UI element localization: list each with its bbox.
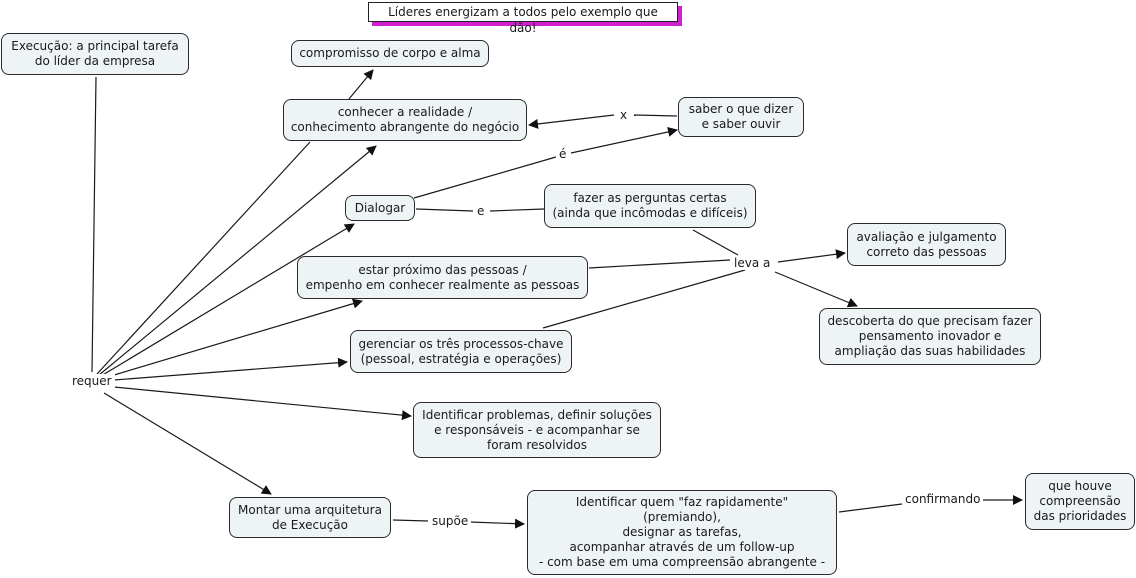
line-execucao-requer	[91, 76, 97, 373]
line-saber-x	[633, 114, 678, 117]
node-gerenciar[interactable]: gerenciar os três processos-chave (pesso…	[350, 330, 572, 373]
node-perguntas[interactable]: fazer as perguntas certas (ainda que inc…	[544, 184, 756, 228]
line-conhecer-compromisso	[348, 69, 374, 100]
node-proximo[interactable]: estar próximo das pessoas / empenho em c…	[297, 256, 588, 299]
link-label-requer[interactable]: requer	[69, 374, 115, 388]
line-proximo-leva	[588, 259, 731, 269]
line-leva-avaliacao	[777, 249, 846, 263]
link-label-e[interactable]: e	[474, 204, 488, 218]
link-label-leva-a[interactable]: leva a	[731, 256, 774, 270]
node-identificar-problemas[interactable]: Identificar problemas, definir soluções …	[413, 402, 661, 458]
link-label-x[interactable]: x	[617, 108, 631, 122]
line-perguntas-leva	[692, 229, 739, 256]
node-montar[interactable]: Montar uma arquitetura de Execução	[229, 497, 391, 538]
line-e-perguntas	[489, 208, 545, 212]
line-requer-identificar	[113, 386, 412, 421]
node-descoberta[interactable]: descoberta do que precisam fazer pensame…	[819, 308, 1041, 365]
line-requer-conhecer-a	[96, 141, 311, 375]
line-requer-proximo	[103, 298, 363, 379]
node-identificar-quem[interactable]: Identificar quem "faz rapidamente" (prem…	[527, 490, 837, 575]
line-gerenciar-leva	[542, 269, 746, 329]
link-label-supoe[interactable]: supõe	[429, 514, 472, 528]
node-saber[interactable]: saber o que dizer e saber ouvir	[678, 97, 804, 137]
node-dialogar[interactable]: Dialogar	[345, 195, 415, 221]
line-requer-conhecer-b	[98, 145, 377, 376]
node-execucao[interactable]: Execução: a principal tarefa do líder da…	[1, 33, 189, 75]
line-x-conhecer	[528, 114, 615, 129]
map-title: Líderes energizam a todos pelo exemplo q…	[368, 2, 678, 35]
line-montar-supoe	[392, 519, 429, 522]
line-dialogar-e	[415, 208, 474, 212]
link-label-confirmando[interactable]: confirmando	[902, 492, 984, 506]
node-conhecer[interactable]: conhecer a realidade / conhecimento abra…	[283, 99, 527, 141]
line-supoe-identificar	[469, 518, 525, 529]
line-requer-montar	[103, 392, 272, 495]
line-identificar-confirmando	[838, 503, 903, 513]
line-dialogar-e-acento	[413, 156, 557, 199]
link-label-e-acento[interactable]: é	[556, 147, 570, 161]
node-compreensao[interactable]: que houve compreensão das prioridades	[1025, 473, 1135, 530]
line-requer-gerenciar	[113, 357, 348, 381]
line-e-acento-saber	[570, 127, 678, 154]
node-compromisso[interactable]: compromisso de corpo e alma	[291, 40, 489, 67]
node-avaliacao[interactable]: avaliação e julgamento correto das pesso…	[847, 223, 1006, 266]
line-requer-dialogar	[100, 223, 355, 377]
line-leva-descoberta	[774, 271, 858, 308]
